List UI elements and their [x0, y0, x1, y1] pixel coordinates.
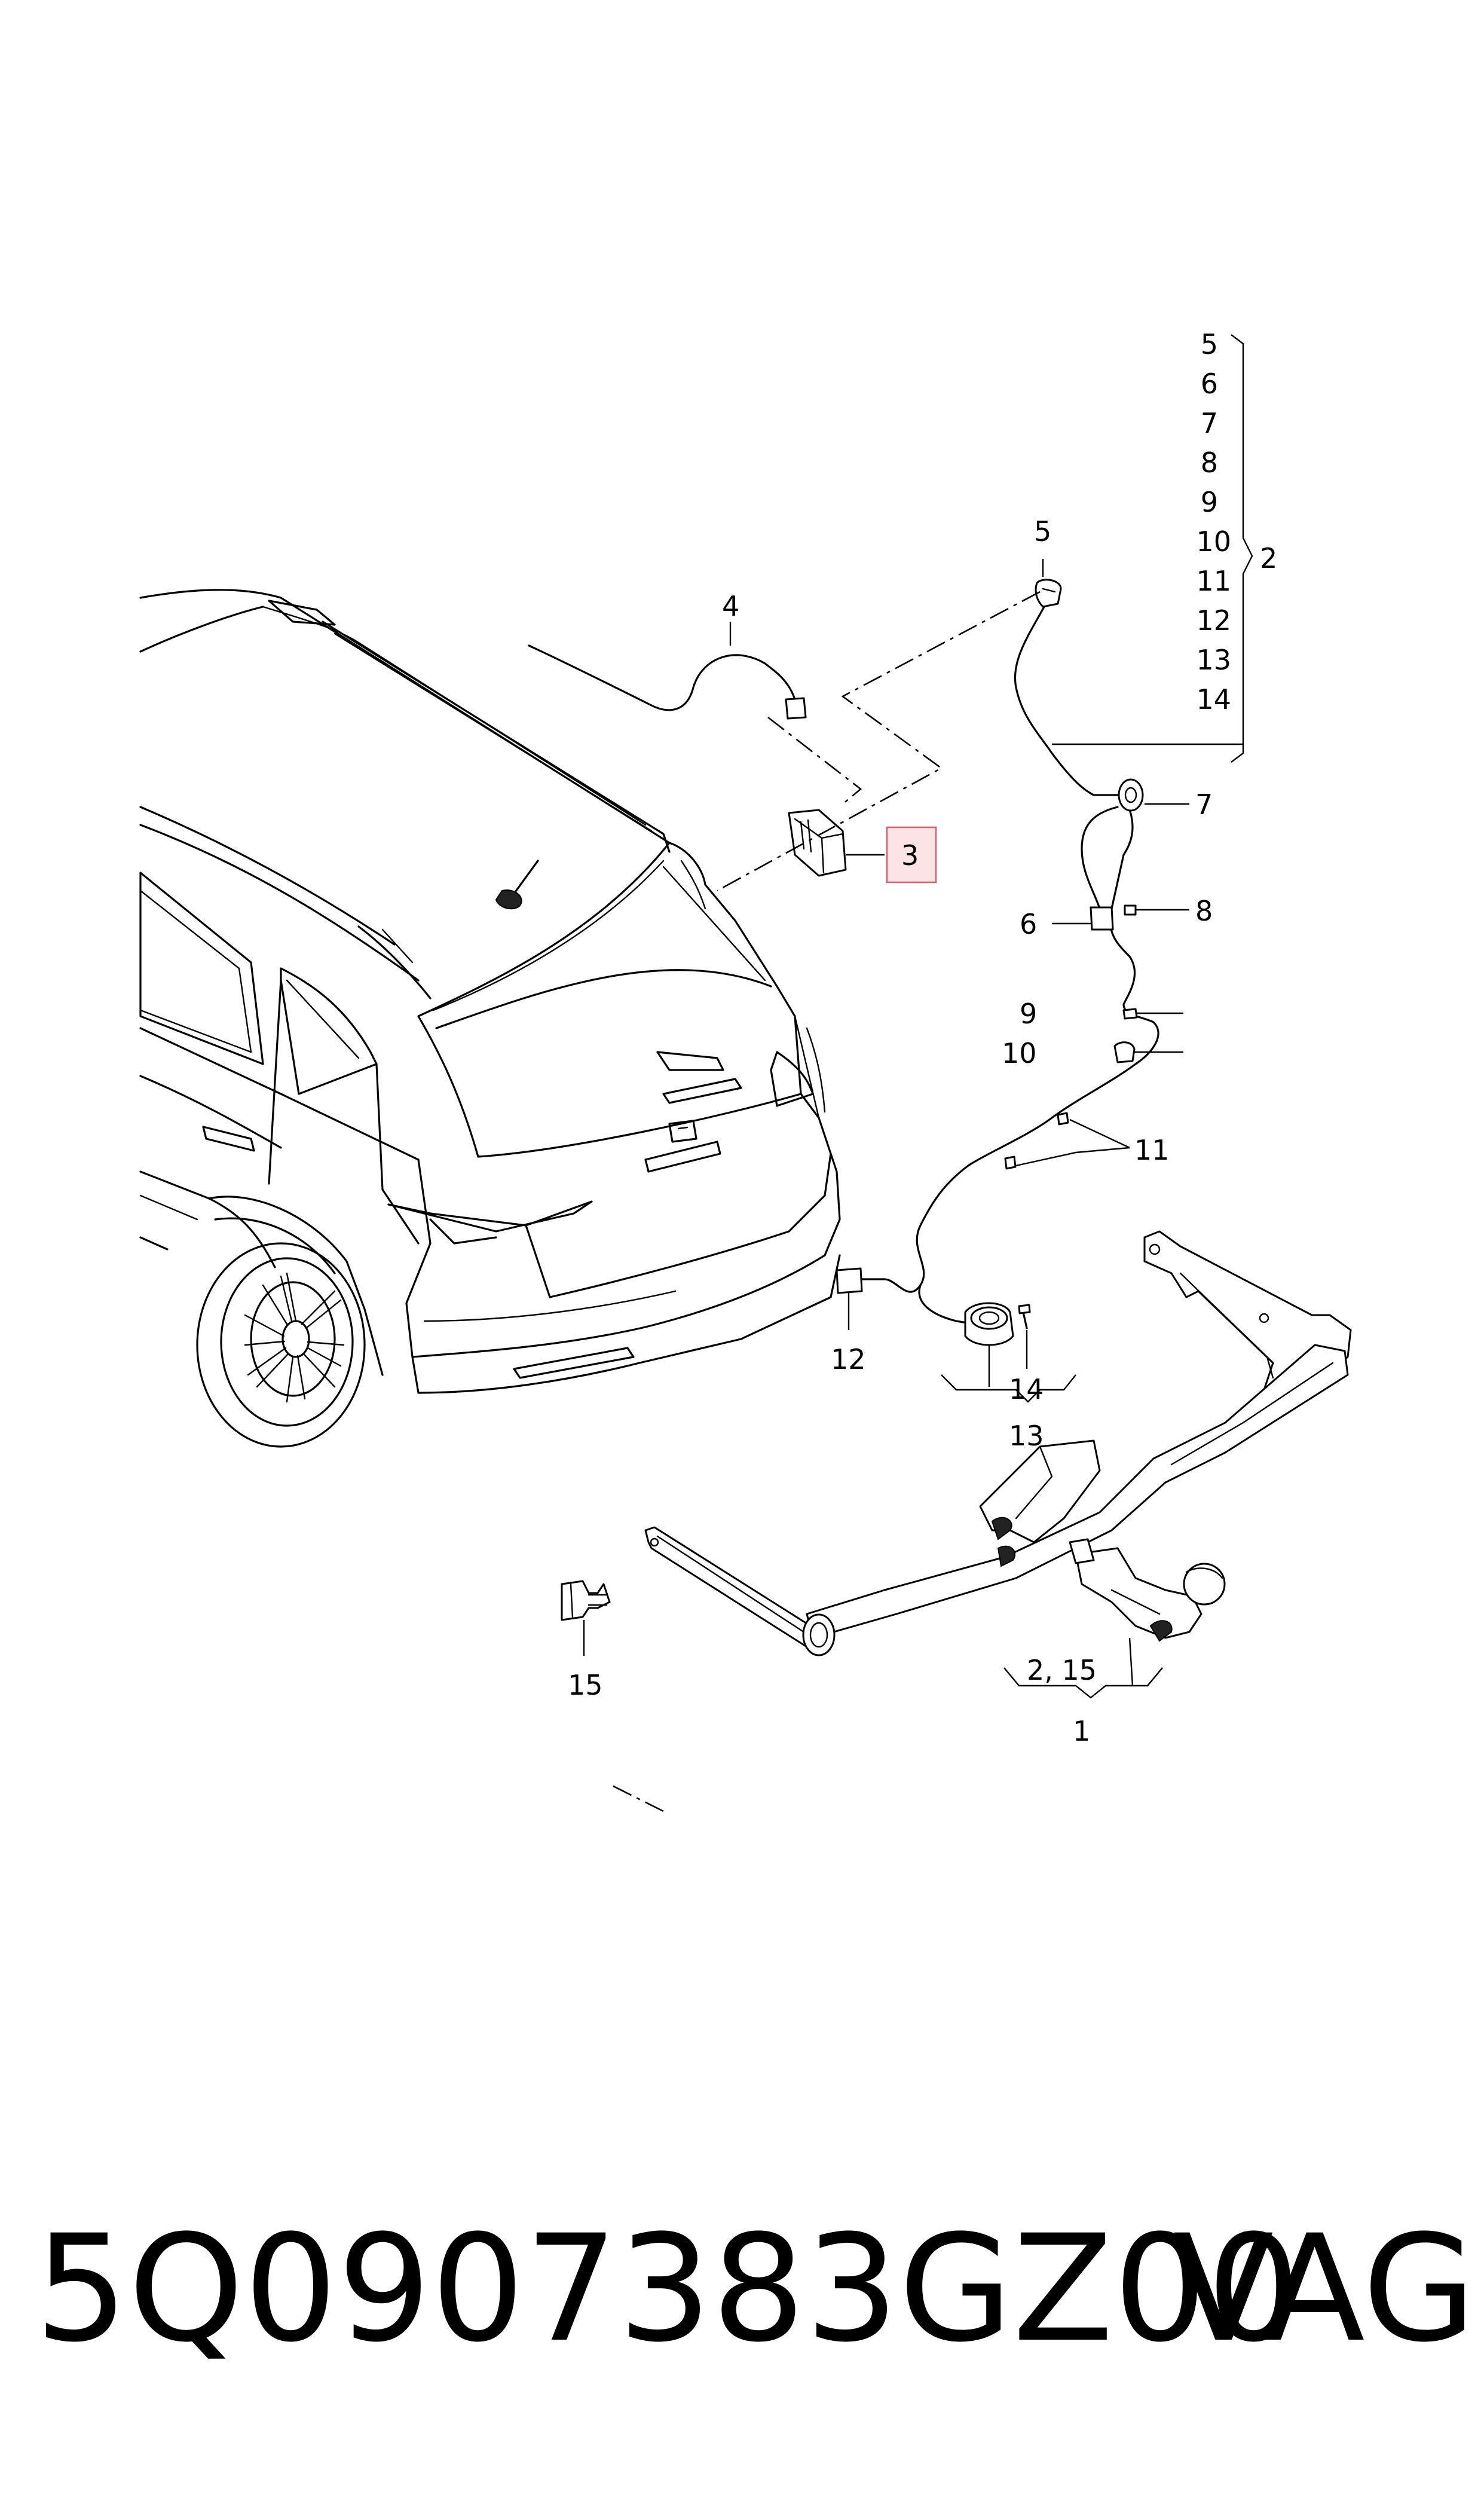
- group-item: 7: [1201, 407, 1218, 439]
- part-number: 5Q0907383GZ00: [35, 2204, 1301, 2375]
- group-item: 14: [1196, 683, 1231, 716]
- group-item: 13: [1196, 644, 1231, 676]
- bolt-15: [561, 1580, 611, 1621]
- callout-3[interactable]: 3: [901, 839, 919, 872]
- group-item: 10: [1196, 525, 1231, 558]
- brand-name: VAG: [1173, 2204, 1477, 2375]
- callout-2[interactable]: 2: [1260, 542, 1277, 574]
- callout-4[interactable]: 4: [722, 590, 739, 622]
- callout-10[interactable]: 10: [1002, 1037, 1037, 1069]
- assembly-lines: [609, 591, 1041, 1812]
- callout-12[interactable]: 12: [831, 1343, 866, 1375]
- tow-bar-illustration: [644, 1230, 1352, 1656]
- group-list: 5 6 7 8 9 10 11 12 13 14 2: [1196, 328, 1277, 716]
- group-item: 5: [1201, 328, 1218, 360]
- callout-11[interactable]: 11: [1134, 1134, 1170, 1166]
- callout-1[interactable]: 1: [1073, 1715, 1090, 1747]
- footer: 5Q0907383GZ00 VAG: [35, 2204, 1476, 2375]
- leader-lines: [583, 334, 1253, 1699]
- group-item: 9: [1201, 486, 1218, 518]
- group-item: 6: [1201, 368, 1218, 400]
- callout-6[interactable]: 6: [1020, 908, 1037, 940]
- callout-15[interactable]: 15: [568, 1669, 603, 1701]
- group-item: 11: [1196, 565, 1231, 597]
- callout-3-highlight: [886, 826, 937, 883]
- callout-labels: 4 5 3 7 6 8 9 10 11 12 14 13 15 2, 15 1 …: [568, 328, 1277, 1747]
- callout-5[interactable]: 5: [1034, 515, 1051, 548]
- callout-13[interactable]: 13: [1009, 1420, 1044, 1452]
- callout-14[interactable]: 14: [1009, 1373, 1044, 1405]
- group-item: 8: [1201, 447, 1218, 479]
- callout-7[interactable]: 7: [1195, 788, 1213, 821]
- callout-2-15[interactable]: 2, 15: [1027, 1654, 1097, 1686]
- group-item: 12: [1196, 604, 1231, 637]
- callout-9[interactable]: 9: [1020, 998, 1037, 1030]
- callout-8[interactable]: 8: [1195, 895, 1213, 927]
- wiring-harness: [528, 579, 1159, 1346]
- vehicle-illustration: [139, 589, 841, 1448]
